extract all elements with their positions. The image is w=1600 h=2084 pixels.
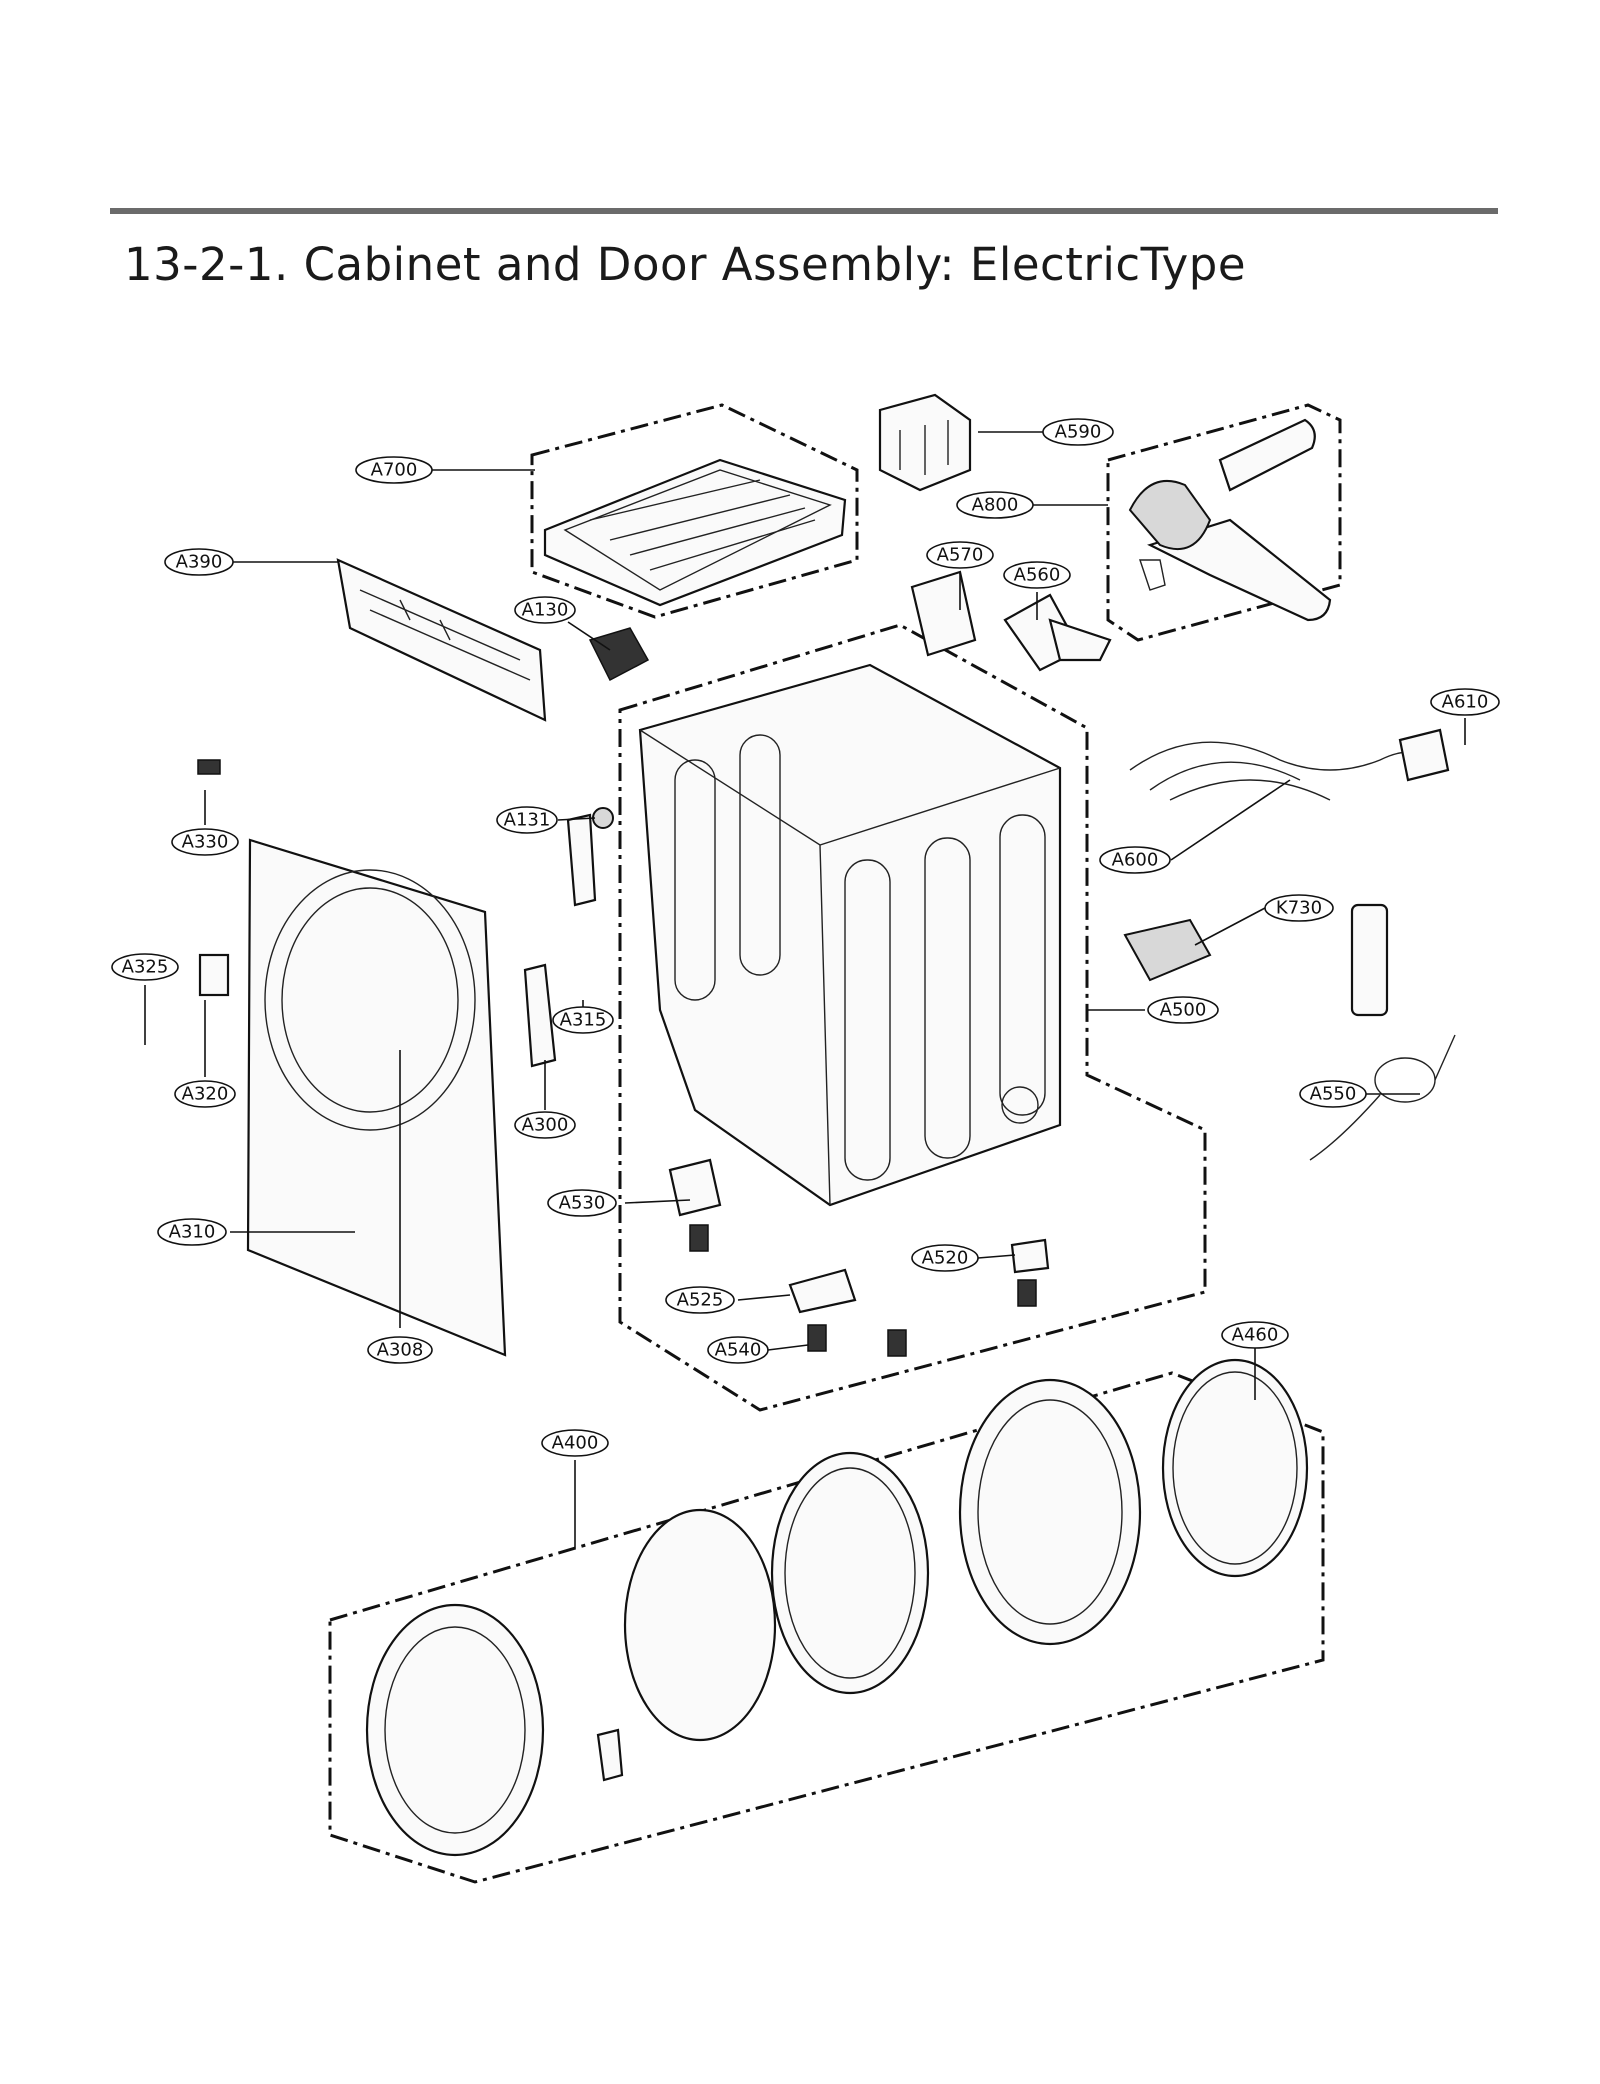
svg-text:A530: A530 [559, 1193, 606, 1214]
callout-A800: A800 [956, 491, 1034, 519]
svg-text:A130: A130 [522, 600, 569, 621]
callout-A700: A700 [355, 456, 433, 484]
callout-A400: A400 [541, 1429, 609, 1457]
part-foot-a540-2 [807, 1324, 827, 1352]
svg-text:A550: A550 [1310, 1084, 1357, 1105]
svg-text:A525: A525 [677, 1290, 724, 1311]
part-clip-a320 [198, 953, 230, 997]
callout-A330: A330 [171, 828, 239, 856]
callout-A390: A390 [164, 548, 234, 576]
callout-A550: A550 [1299, 1080, 1367, 1108]
callout-A310: A310 [157, 1218, 227, 1246]
part-door-rings [365, 1358, 1309, 1857]
part-hinge-a315 [566, 813, 597, 907]
callout-A530: A530 [547, 1189, 617, 1217]
svg-text:A590: A590 [1055, 422, 1102, 443]
group-box-duct-kit [1106, 403, 1342, 642]
callout-A320: A320 [174, 1080, 236, 1108]
callout-A525: A525 [665, 1286, 735, 1314]
callout-A570: A570 [926, 541, 994, 569]
part-bracket-a520 [1010, 1238, 1050, 1274]
svg-text:A310: A310 [169, 1222, 216, 1243]
group-box-cabinet [618, 623, 1207, 1412]
callout-A610: A610 [1430, 688, 1500, 716]
group-box-top-cover [530, 403, 859, 619]
part-foot-a540-3 [887, 1329, 907, 1357]
page-title: 13-2-1. Cabinet and Door Assembly: Elect… [124, 238, 1247, 291]
leader-lines [144, 431, 1466, 1548]
callout-A325: A325 [111, 953, 179, 981]
svg-text:A300: A300 [522, 1115, 569, 1136]
callout-A315: A315 [552, 1006, 614, 1034]
callout-A560: A560 [1003, 561, 1071, 589]
svg-text:A600: A600 [1112, 850, 1159, 871]
part-bracket-a530 [668, 1158, 722, 1217]
part-wire-harness [1129, 728, 1450, 801]
svg-text:A700: A700 [371, 460, 418, 481]
callout-K730: K730 [1264, 894, 1334, 922]
part-duct-bracket [878, 393, 972, 492]
part-knob-a131 [592, 807, 614, 829]
svg-text:A400: A400 [552, 1433, 599, 1454]
part-door-switch [1350, 903, 1389, 1017]
part-hinge-a300 [523, 963, 557, 1068]
svg-text:A330: A330 [182, 832, 229, 853]
callout-A600: A600 [1099, 846, 1171, 874]
svg-text:A325: A325 [122, 957, 169, 978]
part-top-plate [543, 458, 847, 607]
part-bracket-a525 [788, 1268, 857, 1314]
part-foot-a540-1 [689, 1224, 709, 1252]
part-clip-a330 [197, 759, 221, 775]
part-plate-a570 [910, 570, 977, 657]
svg-text:A560: A560 [1014, 565, 1061, 586]
part-valve-k730 [1123, 918, 1212, 982]
part-power-cord [1309, 1034, 1456, 1161]
svg-text:K730: K730 [1276, 898, 1322, 919]
svg-text:A131: A131 [504, 810, 551, 831]
svg-text:A570: A570 [937, 545, 984, 566]
svg-text:A610: A610 [1442, 692, 1489, 713]
svg-text:A540: A540 [715, 1340, 762, 1361]
callout-A500: A500 [1147, 996, 1219, 1024]
svg-text:A315: A315 [560, 1010, 607, 1031]
svg-text:A460: A460 [1232, 1325, 1279, 1346]
svg-text:A800: A800 [972, 495, 1019, 516]
top-rule [110, 208, 1498, 214]
part-filter-module [588, 627, 650, 682]
svg-text:A520: A520 [922, 1248, 969, 1269]
callout-A460: A460 [1221, 1321, 1289, 1349]
callout-A590: A590 [1042, 418, 1114, 446]
callout-A308: A308 [367, 1336, 433, 1364]
svg-text:A500: A500 [1160, 1000, 1207, 1021]
part-duct-pipes [1128, 418, 1332, 622]
group-box-door [328, 1371, 1325, 1884]
part-cabinet [638, 663, 1062, 1207]
svg-text:A390: A390 [176, 552, 223, 573]
callout-A520: A520 [911, 1244, 979, 1272]
part-control-bracket [336, 558, 547, 722]
callout-A540: A540 [707, 1336, 769, 1364]
svg-text:A320: A320 [182, 1084, 229, 1105]
part-front-panel [246, 838, 507, 1357]
callout-A131: A131 [496, 806, 558, 834]
svg-text:A308: A308 [377, 1340, 424, 1361]
part-chute-a560 [1003, 593, 1112, 672]
callout-A130: A130 [514, 596, 576, 624]
callout-A300: A300 [514, 1111, 576, 1139]
part-foot-a540-4 [1017, 1279, 1037, 1307]
